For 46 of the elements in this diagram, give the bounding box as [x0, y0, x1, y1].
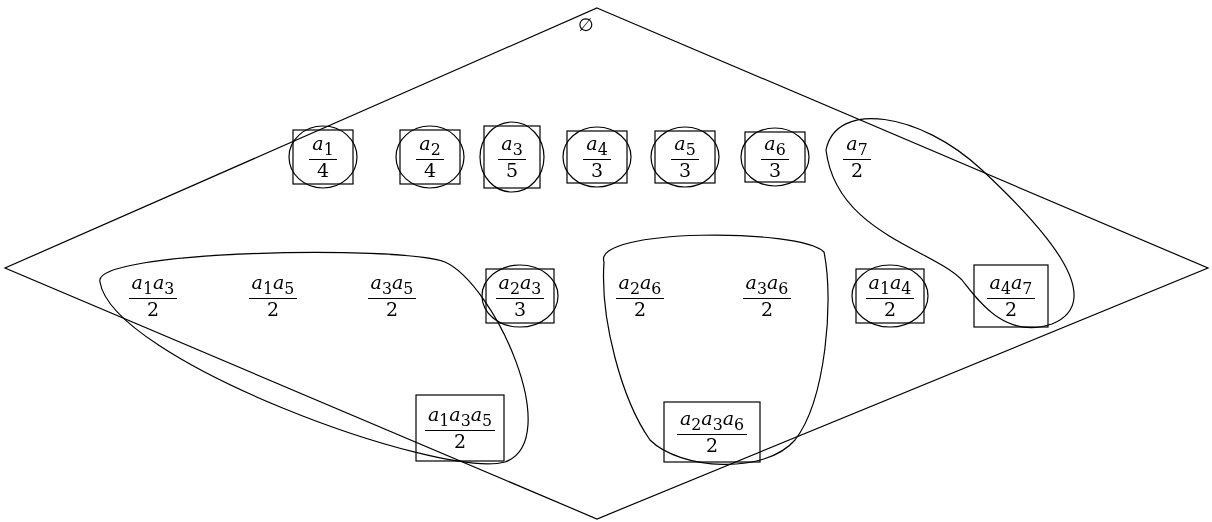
support-count: 2: [633, 298, 647, 321]
itemset-label: a$_{1}$a$_{3}$: [128, 271, 178, 299]
support-count: 2: [266, 298, 280, 321]
itemset-label: a$_{1}$: [309, 132, 337, 160]
support-count: 3: [513, 298, 527, 321]
itemset-label: a$_{2}$: [416, 132, 444, 160]
itemset-label: a$_{3}$a$_{6}$: [742, 271, 792, 299]
boxed-circled-itemset: [562, 126, 632, 188]
support-count: 2: [760, 298, 774, 321]
itemset-label: a$_{5}$: [671, 132, 699, 160]
itemset-label: a$_{6}$: [761, 132, 789, 160]
boxed-circled-itemset: [740, 127, 810, 187]
itemset-label: a$_{1}$a$_{3}$a$_{5}$: [424, 403, 496, 431]
itemset-label: a$_{2}$a$_{6}$: [615, 271, 665, 299]
support-count: 2: [850, 159, 864, 182]
support-count: 2: [883, 298, 897, 321]
itemset-label: a$_{3}$a$_{5}$: [367, 271, 417, 299]
support-count: 3: [590, 159, 604, 182]
support-count: 4: [316, 159, 330, 182]
boxed-circled-itemset: [481, 264, 559, 328]
itemset-label: a$_{1}$a$_{5}$: [248, 271, 298, 299]
itemset-label: a$_{4}$a$_{7}$: [986, 271, 1036, 299]
itemset-label: a$_{4}$: [583, 132, 611, 160]
support-count: 3: [768, 159, 782, 182]
support-count: 2: [705, 434, 719, 457]
itemset-label: a$_{3}$: [498, 132, 526, 160]
itemset-label: a$_{1}$a$_{4}$: [865, 271, 915, 299]
boxed-circled-itemset: [479, 121, 545, 193]
itemset-label: a$_{7}$: [843, 132, 871, 160]
boxed-itemset: [973, 264, 1049, 328]
boxed-circled-itemset: [851, 264, 929, 328]
support-count: 5: [505, 159, 519, 182]
empty-set-symbol: ∅: [578, 14, 594, 35]
support-count: 4: [423, 159, 437, 182]
boxed-circled-itemset: [650, 126, 720, 188]
support-count: 2: [146, 298, 160, 321]
itemset-label: a$_{2}$a$_{3}$: [495, 271, 545, 299]
boxed-itemset: [663, 401, 761, 463]
itemset-label: a$_{2}$a$_{3}$a$_{6}$: [676, 407, 748, 435]
boxed-circled-itemset: [288, 125, 358, 189]
support-count: 2: [385, 298, 399, 321]
support-count: 2: [453, 430, 467, 453]
boxed-itemset: [415, 394, 505, 462]
support-count: 3: [678, 159, 692, 182]
boxed-circled-itemset: [395, 125, 465, 189]
support-count: 2: [1004, 298, 1018, 321]
